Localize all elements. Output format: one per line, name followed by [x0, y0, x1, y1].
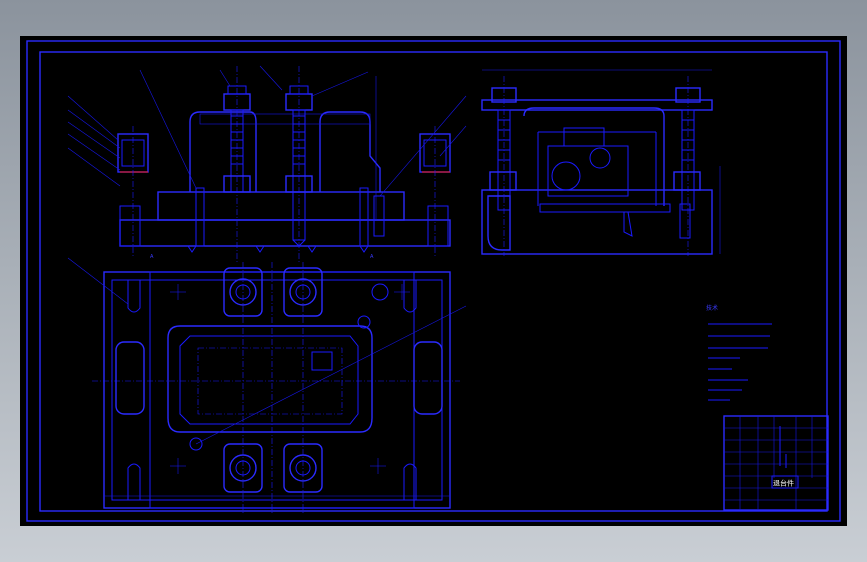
sheet-outer-border	[26, 40, 841, 522]
technical-notes: 技术	[706, 304, 772, 401]
engineering-drawing: A A	[26, 40, 841, 522]
svg-text:A: A	[150, 254, 154, 260]
side-section-view	[481, 69, 721, 256]
front-section-view: A A	[67, 65, 467, 264]
sheet-inner-border	[39, 51, 828, 512]
plan-view	[67, 257, 467, 514]
title-block-name: 退台件	[773, 479, 794, 488]
title-block: 退台件	[723, 415, 829, 511]
notes-heading: 技术	[706, 304, 718, 312]
cad-viewport[interactable]: A A	[20, 36, 847, 526]
svg-text:A: A	[370, 254, 374, 260]
